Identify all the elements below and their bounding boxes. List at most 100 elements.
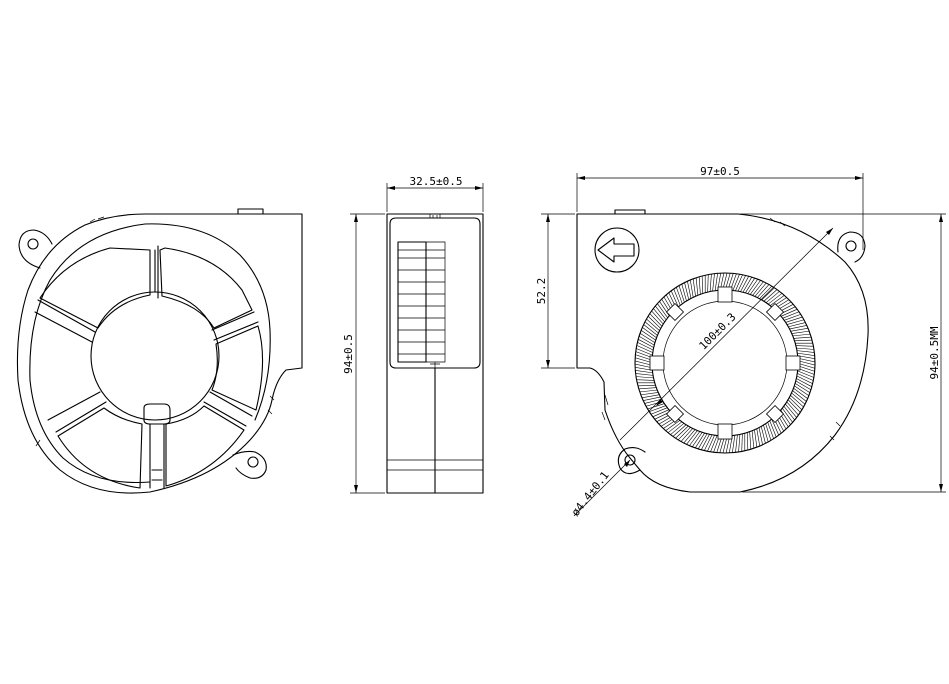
hatch-line (783, 313, 802, 321)
hatch-line (780, 308, 799, 317)
hatch-line (648, 405, 667, 413)
rear-cable-slot (149, 423, 165, 489)
hatch-line (649, 407, 669, 415)
hatch-line (635, 376, 655, 379)
side-connector-frame (389, 217, 481, 369)
hatch-line (648, 312, 663, 328)
hatch-line (754, 282, 768, 298)
dim-right-height-label: 94±0.5MM (928, 326, 941, 379)
hatch-line (784, 403, 798, 419)
hatch-line (673, 287, 681, 307)
hatch-line (785, 401, 800, 416)
hatch-line (672, 423, 687, 438)
dim-side-width-label: 32.5±0.5 (410, 175, 463, 188)
inlet-ribs (649, 286, 801, 440)
hatch-line (652, 307, 666, 323)
rear-housing-outline (16, 213, 303, 494)
side-terminal-pins (398, 241, 446, 363)
hatch-line (688, 430, 701, 447)
hatch-line (794, 380, 812, 391)
hatch-line (640, 329, 657, 342)
rear-edge-ticks (35, 216, 275, 447)
rear-inner-ring (29, 223, 271, 484)
dim-side-height-label: 94±0.5 (342, 334, 355, 374)
hatch-line (758, 426, 764, 446)
hatch-line (737, 274, 747, 293)
hatch-line (635, 369, 654, 374)
rear-window-lowerleft (57, 407, 143, 489)
hatch-line (707, 273, 709, 294)
dim-hole-label: ø4.4±0.1 (569, 469, 612, 519)
hatch-line (791, 389, 808, 403)
hatch-line (638, 335, 656, 346)
dim-right-height-ext (740, 213, 946, 493)
dim-hole-leader (573, 459, 631, 517)
hatch-line (784, 316, 804, 323)
hatch-line (641, 326, 658, 339)
hatch-line (637, 338, 655, 349)
hatch-line (767, 421, 775, 440)
hatch-line (700, 433, 711, 451)
hatch-line (712, 273, 715, 293)
rear-left-hole (27, 238, 39, 250)
hatch-line (685, 429, 699, 446)
hatch-line (635, 373, 655, 376)
hatch-line (646, 403, 666, 410)
rear-window-right (211, 325, 264, 411)
rear-top-tab (237, 208, 264, 215)
hatch-line (635, 347, 654, 356)
hatch-line (643, 398, 663, 404)
hatch-line (792, 387, 809, 400)
hatch-line (650, 310, 665, 325)
hatch-line (644, 320, 660, 334)
hatch-line (742, 276, 753, 294)
rear-window-top-right (159, 247, 253, 329)
hatch-line (680, 427, 694, 443)
hatch-line (765, 422, 772, 442)
hatch-line (765, 290, 781, 304)
hatch-line (767, 292, 783, 306)
dim-inlet-diameter-line (619, 227, 834, 441)
hatch-line (749, 430, 752, 451)
hatch-line (691, 431, 704, 448)
hatch-line (689, 278, 694, 299)
dim-top-width-ext (576, 173, 864, 250)
side-notch-ticks (432, 215, 438, 218)
side-top-notch (429, 213, 441, 219)
hatch-line (703, 433, 713, 452)
front-housing-outline (576, 213, 869, 493)
rear-view (16, 208, 303, 494)
hatch-line (734, 273, 744, 292)
hatch-line (692, 277, 696, 298)
hatch-line (796, 352, 815, 357)
hatch-line (795, 347, 815, 350)
hatch-line (637, 387, 658, 390)
hatch-line (682, 428, 696, 444)
hatch-line (792, 336, 813, 339)
rear-right-ear (232, 450, 267, 479)
hatch-line (695, 276, 699, 297)
hatch-line (645, 318, 661, 332)
hatch-line (796, 370, 815, 379)
hatch-line (790, 392, 806, 406)
hatch-line (686, 280, 692, 300)
hatch-line (788, 396, 803, 411)
front-ear-bottom (617, 446, 646, 475)
hatch-line (781, 407, 794, 424)
hatch-line (636, 341, 655, 351)
hatch-line (749, 279, 762, 296)
side-view: 32.5±0.5 94±0.5 (342, 175, 484, 494)
hatch-line (756, 427, 761, 448)
hatch-line (635, 379, 656, 381)
rear-left-ear (18, 229, 53, 269)
hatch-line (756, 283, 770, 299)
rear-spoke-top (154, 245, 159, 299)
hatch-line (791, 333, 812, 337)
hatch-line (678, 284, 685, 304)
hatch-line (793, 384, 810, 397)
hatch-line (739, 275, 750, 293)
hatch-line (636, 384, 657, 387)
hatch-line (714, 273, 719, 292)
hatch-line (732, 273, 741, 292)
hatch-line (790, 330, 811, 334)
